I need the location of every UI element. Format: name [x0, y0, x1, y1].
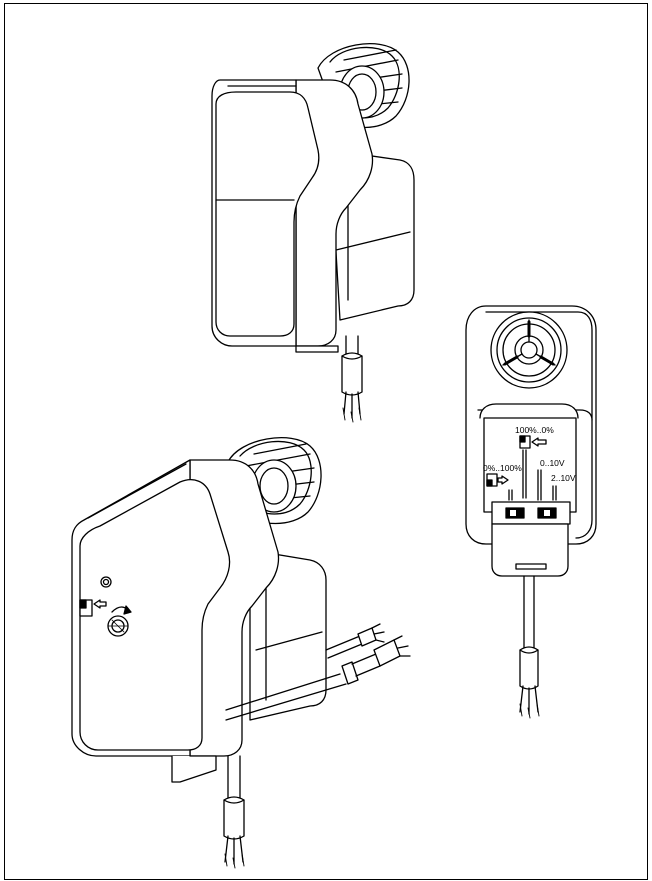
actuator-top-view — [211, 43, 415, 423]
round-connector — [490, 311, 568, 389]
rotation-arrow-icon — [111, 605, 132, 615]
adjustment-knob-icon — [107, 615, 129, 637]
dip-switch-icon — [486, 435, 531, 487]
label-signal-2-10: 2..10V — [551, 473, 576, 483]
actuator-front-view: 100%..0% 0%..100% 0..10V 2..10V — [465, 305, 597, 719]
arrow-left-icon — [531, 437, 547, 447]
adjustment-panel — [79, 576, 132, 637]
label-range-100-0: 100%..0% — [515, 425, 554, 435]
arrow-right-icon — [497, 475, 509, 485]
label-signal-0-10: 0..10V — [540, 458, 565, 468]
figure-frame — [4, 3, 648, 880]
actuator-bottom-view — [71, 437, 411, 869]
dip-switch-icon — [79, 599, 107, 617]
label-range-0-100: 0%..100% — [483, 463, 522, 473]
plug-connector — [491, 501, 571, 577]
